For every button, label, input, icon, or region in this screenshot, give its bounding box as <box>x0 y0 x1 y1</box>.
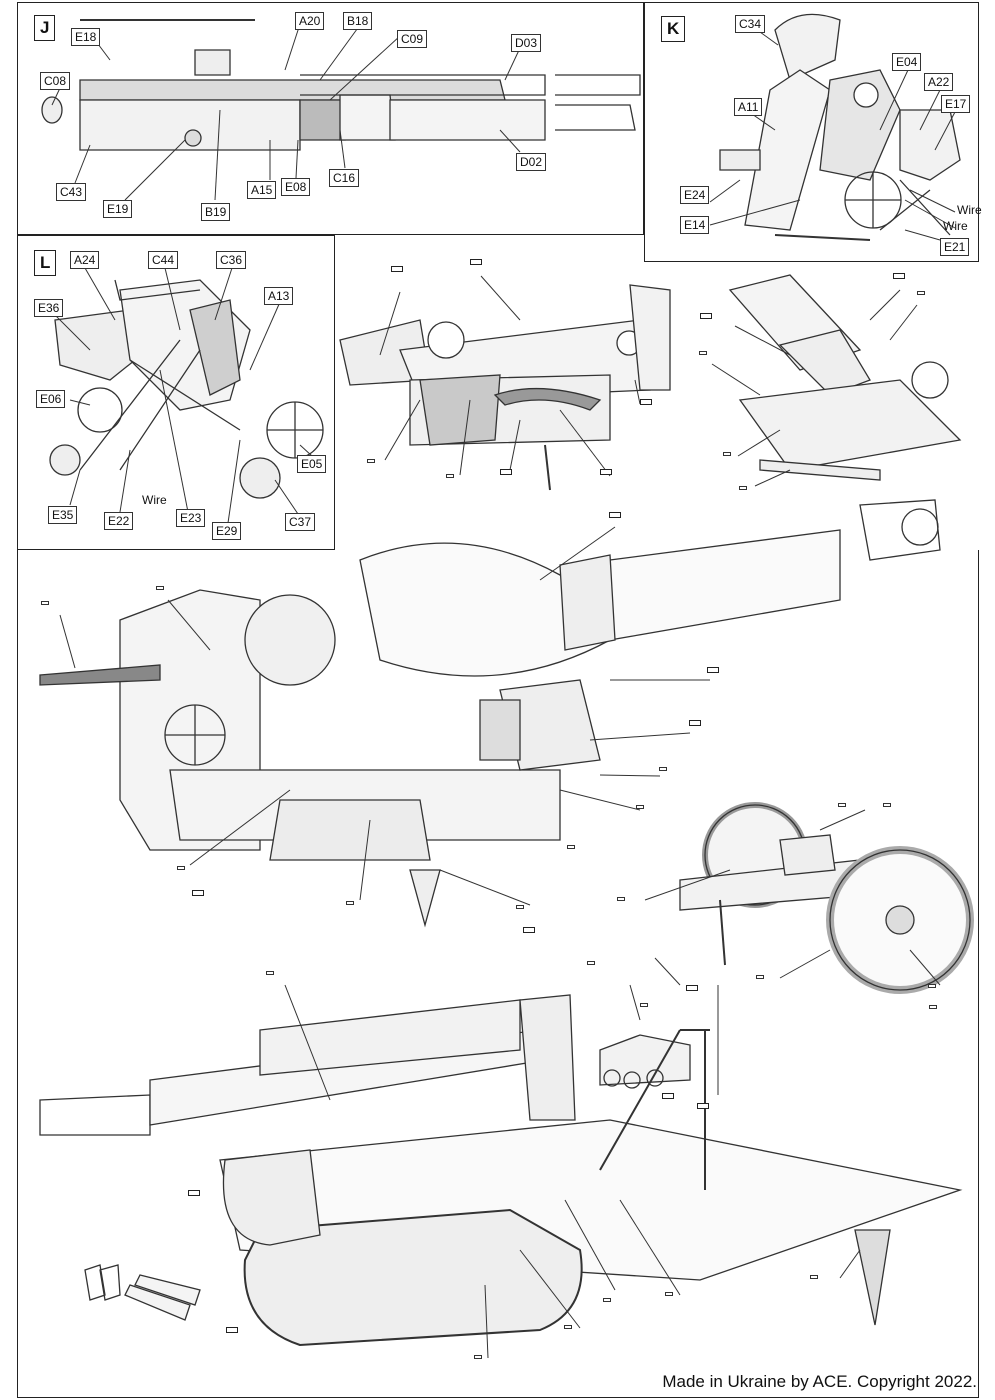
part-label-a13: A13 <box>264 287 294 305</box>
part-label-d02: D02 <box>516 153 547 171</box>
part-label-a14 <box>883 803 891 807</box>
part-label-a05 <box>367 459 375 463</box>
part-label-c44: C44 <box>148 251 179 269</box>
part-label-e09 <box>516 905 524 909</box>
center-tag-k <box>500 469 512 475</box>
main-frame <box>17 550 979 1398</box>
bottom-tag-g-1 <box>662 1093 674 1099</box>
right-tag-e-1 <box>893 273 905 279</box>
wire-label-2: Wire <box>943 219 968 233</box>
part-label-c01 <box>636 805 644 809</box>
main-tag-a-1 <box>192 890 204 896</box>
part-label-c43: C43 <box>56 183 87 201</box>
part-label-c02 <box>659 767 667 771</box>
part-label-a20: A20 <box>295 12 325 30</box>
part-label-p11 <box>587 961 595 965</box>
part-label-e23: E23 <box>176 509 206 527</box>
panel-k-frame <box>644 2 979 262</box>
center-tag-j <box>391 266 403 272</box>
part-label-c43-main <box>156 586 164 590</box>
leader-lines <box>51 23 956 1359</box>
part-label-a11: A11 <box>734 98 763 116</box>
bottom-tag-a-2 <box>226 1327 238 1333</box>
part-label-e36: E36 <box>34 299 64 317</box>
center-tag-l <box>470 259 482 265</box>
part-label-a21 <box>928 984 936 988</box>
copyright-footer: Made in Ukraine by ACE. Copyright 2022. <box>662 1372 977 1391</box>
bottom-tag-a-1 <box>188 1190 200 1196</box>
part-label-e05: E05 <box>297 455 327 473</box>
part-label-a24: A24 <box>70 251 100 269</box>
part-label-e39 <box>810 1275 818 1279</box>
part-label-b19: B19 <box>201 203 231 221</box>
part-label-a31 <box>723 452 731 456</box>
bottom-tag-g-2 <box>697 1103 709 1109</box>
part-label-c37: C37 <box>285 513 316 531</box>
panel-j-frame <box>17 2 644 235</box>
center-tag-f <box>640 399 652 405</box>
main-tag-a-2 <box>523 927 535 933</box>
part-label-e07 <box>177 866 185 870</box>
center-tag-i <box>600 469 612 475</box>
part-label-c34: C34 <box>735 15 766 33</box>
part-label-a22: A22 <box>924 73 954 91</box>
part-label-p09 <box>640 1003 648 1007</box>
part-label-c09: C09 <box>397 30 428 48</box>
part-label-a04 <box>446 474 454 478</box>
part-label-e18: E18 <box>71 28 101 46</box>
part-label-e29: E29 <box>212 522 242 540</box>
part-label-d03: D03 <box>511 34 542 52</box>
part-label-e21: E21 <box>940 238 970 256</box>
part-label-e14: E14 <box>680 216 710 234</box>
part-label-e04: E04 <box>892 53 922 71</box>
panel-k-drawing <box>719 13 961 241</box>
panel-l-tag: L <box>34 250 57 276</box>
part-label-e19: E19 <box>103 200 133 218</box>
part-label-e17: E17 <box>941 95 971 113</box>
part-label-c08: C08 <box>40 72 71 90</box>
part-label-e06: E06 <box>36 390 66 408</box>
part-label-r01-2 <box>756 975 764 979</box>
panel-l-frame <box>17 235 335 550</box>
part-label-b18: B18 <box>343 12 373 30</box>
part-label-a06 <box>567 845 575 849</box>
part-label-p02 <box>474 1355 482 1359</box>
wire-label-1: Wire <box>957 203 982 217</box>
part-label-e24: E24 <box>680 186 710 204</box>
main-tag-d-1 <box>609 512 621 518</box>
part-label-e13 <box>564 1325 572 1329</box>
part-label-c16: C16 <box>329 169 360 187</box>
bottom-tag-j <box>686 985 698 991</box>
part-label-p08-bottom <box>266 971 274 975</box>
part-label-a01 <box>739 486 747 490</box>
part-label-e35: E35 <box>48 506 78 524</box>
part-label-p01 <box>699 351 707 355</box>
part-label-p05 <box>603 1298 611 1302</box>
wire-label-l: Wire <box>142 493 167 507</box>
bottom-drawing <box>39 984 963 1347</box>
main-tag-b <box>689 720 701 726</box>
main-tag-d-2 <box>707 667 719 673</box>
part-label-a15: A15 <box>247 181 277 199</box>
part-label-a19 <box>838 803 846 807</box>
panel-k-tag: K <box>661 16 686 42</box>
part-label-e08: E08 <box>281 178 311 196</box>
right-tag-e-2 <box>700 313 712 319</box>
panel-j-drawing <box>41 19 641 151</box>
part-label-r01-1 <box>617 897 625 901</box>
part-label-d01 <box>665 1292 673 1296</box>
part-label-e22: E22 <box>104 512 134 530</box>
part-label-p08-top <box>917 291 925 295</box>
part-label-a16 <box>929 1005 937 1009</box>
limber-drawing <box>679 802 974 994</box>
center-drawing <box>339 284 671 491</box>
main-gun-drawing <box>39 499 941 928</box>
right-top-drawing <box>728 274 962 481</box>
panel-j-tag: J <box>34 15 56 41</box>
part-label-c36: C36 <box>216 251 247 269</box>
part-label-e37 <box>41 601 49 605</box>
part-label-b11 <box>346 901 354 905</box>
